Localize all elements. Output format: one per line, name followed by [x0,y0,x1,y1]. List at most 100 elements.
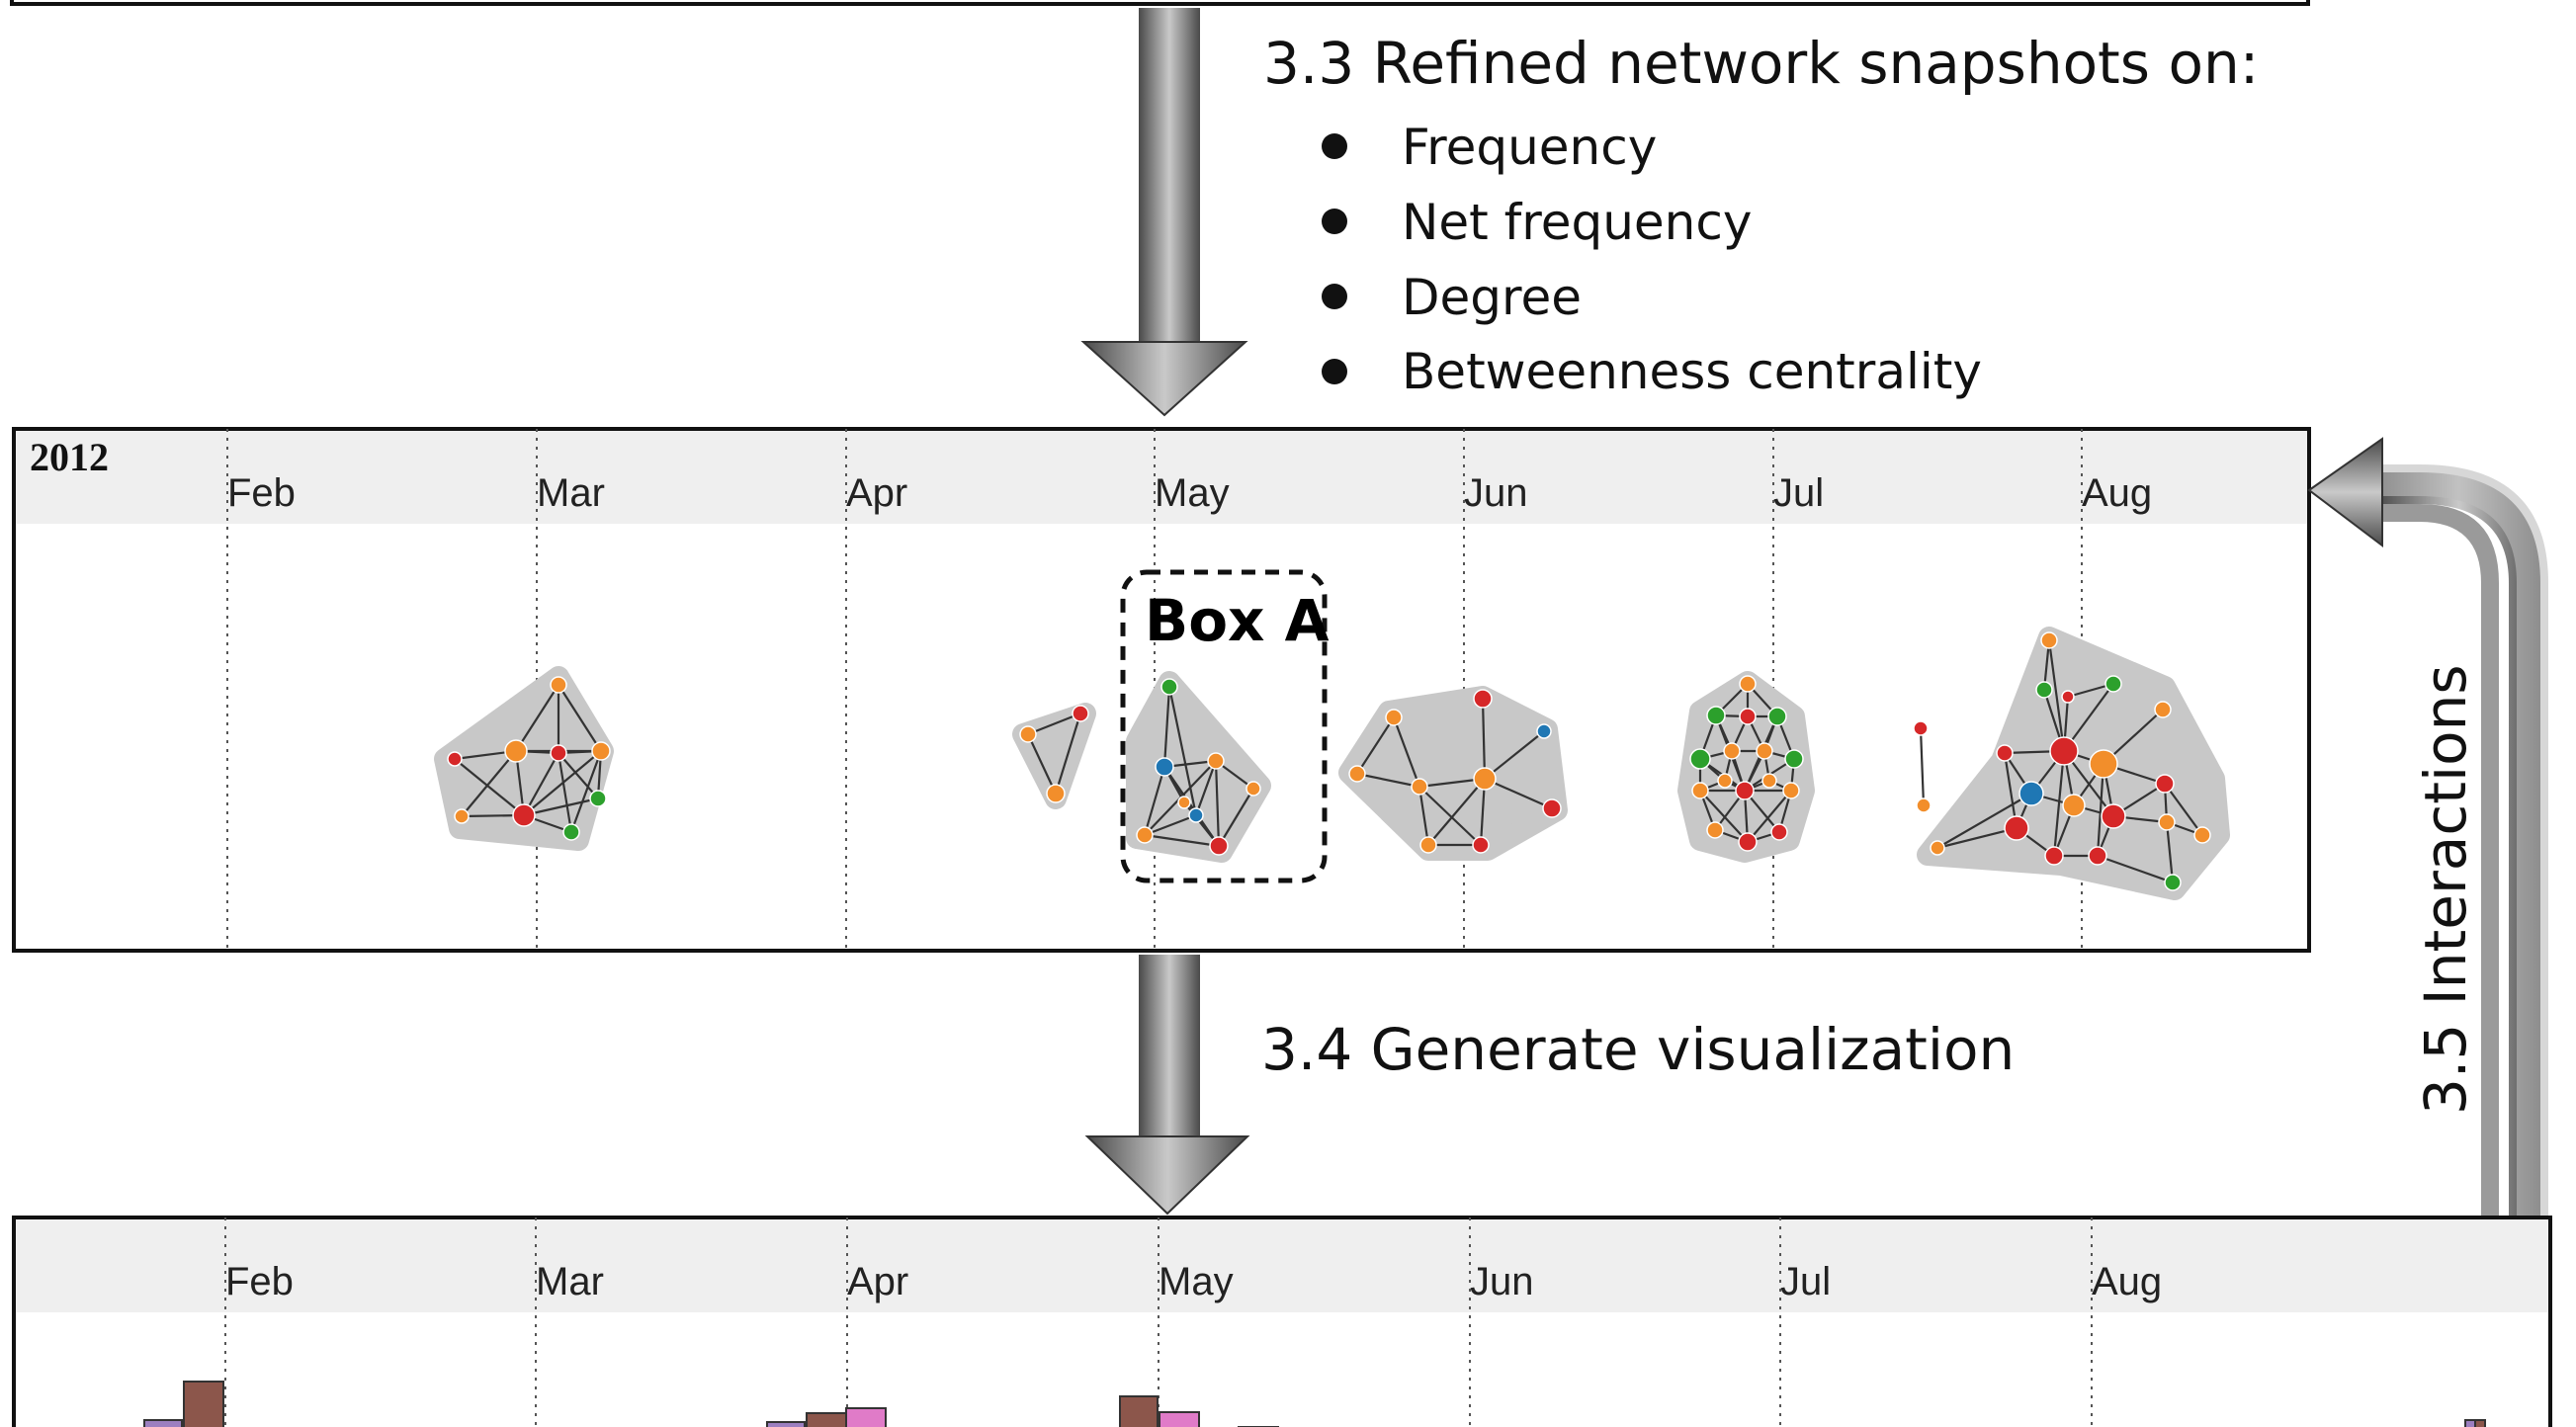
network-node[interactable] [1913,720,1929,736]
network-node[interactable] [1735,781,1755,800]
histogram-bar[interactable] [766,1421,806,1427]
network-node[interactable] [504,739,528,763]
network-node[interactable] [2104,675,2122,693]
network-node[interactable] [1784,749,1804,769]
histogram-bar[interactable] [1119,1395,1159,1427]
month-label-jun: Jun [1464,471,1528,515]
network-node[interactable] [1723,742,1741,760]
network-edge [1214,760,1221,847]
network-node[interactable] [2040,631,2058,649]
network-node[interactable] [1996,744,2014,762]
network-node[interactable] [550,676,567,694]
network-node[interactable] [1136,826,1154,844]
network-node[interactable] [1916,797,1932,813]
network-snapshot-mar[interactable] [434,666,614,851]
network-node[interactable] [2155,774,2175,794]
network-node[interactable] [550,744,567,762]
histogram-bar[interactable] [2474,1419,2486,1427]
network-node[interactable] [1209,836,1229,856]
network-node[interactable] [2158,813,2176,831]
network-node[interactable] [2154,701,2172,718]
network-node[interactable] [1717,773,1733,789]
network-node[interactable] [2049,736,2079,766]
network-node[interactable] [1188,807,1204,823]
network-edge [523,797,599,817]
network-node[interactable] [1739,708,1757,725]
network-node[interactable] [2193,826,2211,844]
network-node[interactable] [512,803,536,827]
histogram-bar[interactable] [845,1407,887,1427]
network-node[interactable] [1706,706,1726,725]
histogram-bar[interactable] [2464,1419,2476,1427]
network-node[interactable] [2062,794,2086,817]
histogram-bar[interactable] [1159,1411,1200,1427]
network-edge [2097,854,2174,884]
network-node[interactable] [1691,782,1709,799]
network-node[interactable] [562,823,580,841]
network-node[interactable] [2004,815,2029,841]
network-node[interactable] [1689,748,1711,770]
network-node[interactable] [454,808,470,824]
network-node[interactable] [1536,723,1552,739]
network-edge [1144,813,1197,837]
network-snapshot-aug[interactable] [1913,627,2230,900]
network-node[interactable] [1770,823,1788,841]
network-node[interactable] [1046,784,1066,803]
network-node[interactable] [1348,765,1366,783]
network-node[interactable] [2101,803,2126,829]
network-node[interactable] [1245,781,1261,797]
network-node[interactable] [1473,689,1493,709]
histogram-bar[interactable] [143,1419,183,1427]
network-node[interactable] [2088,846,2107,866]
network-edge [1356,772,1420,789]
network-node[interactable] [1738,832,1758,852]
network-node[interactable] [1782,782,1800,799]
histogram-bar[interactable] [183,1381,224,1427]
network-node[interactable] [2018,781,2044,806]
network-node[interactable] [1767,707,1787,726]
network-snapshot-jul[interactable] [1677,671,1815,863]
network-snapshot-apr[interactable] [1012,703,1096,809]
network-node[interactable] [1207,752,1225,770]
network-node[interactable] [2061,690,2075,704]
network-node[interactable] [1756,742,1773,760]
month-label-jun: Jun [1470,1260,1534,1303]
box-a-highlight[interactable] [1120,569,1328,883]
network-node[interactable] [1542,798,1562,818]
network-edge [1027,712,1081,736]
month-label-may: May [1155,471,1230,515]
network-node[interactable] [1739,675,1757,693]
network-node[interactable] [1472,836,1490,854]
network-node[interactable] [2035,681,2053,699]
network-snapshot-may[interactable] [1126,671,1271,863]
bullet-icon [1322,133,1347,159]
network-node[interactable] [1411,778,1428,796]
network-node[interactable] [1155,757,1174,777]
network-edge [454,758,525,816]
metric-net-frequency: Net frequency [1402,194,1752,251]
network-node[interactable] [1019,725,1037,743]
network-node[interactable] [589,790,607,807]
network-edge [2164,783,2203,836]
network-node[interactable] [1706,821,1724,839]
network-edge [523,750,602,816]
network-node[interactable] [2164,874,2182,891]
network-node[interactable] [1160,678,1178,696]
network-node[interactable] [2089,749,2118,779]
network-node[interactable] [1385,709,1403,726]
network-node[interactable] [1072,705,1089,722]
network-node[interactable] [1177,796,1191,809]
network-node[interactable] [1761,773,1777,789]
network-node[interactable] [1930,840,1945,856]
network-node[interactable] [447,751,463,767]
month-label-mar: Mar [536,1260,604,1303]
network-edge [523,752,559,816]
network-node[interactable] [2044,846,2064,866]
network-node[interactable] [1419,836,1437,854]
network-node[interactable] [591,741,611,761]
month-label-feb: Feb [227,471,296,515]
network-snapshot-jun[interactable] [1338,686,1568,861]
histogram-bar[interactable] [806,1412,847,1427]
network-node[interactable] [1473,767,1497,791]
